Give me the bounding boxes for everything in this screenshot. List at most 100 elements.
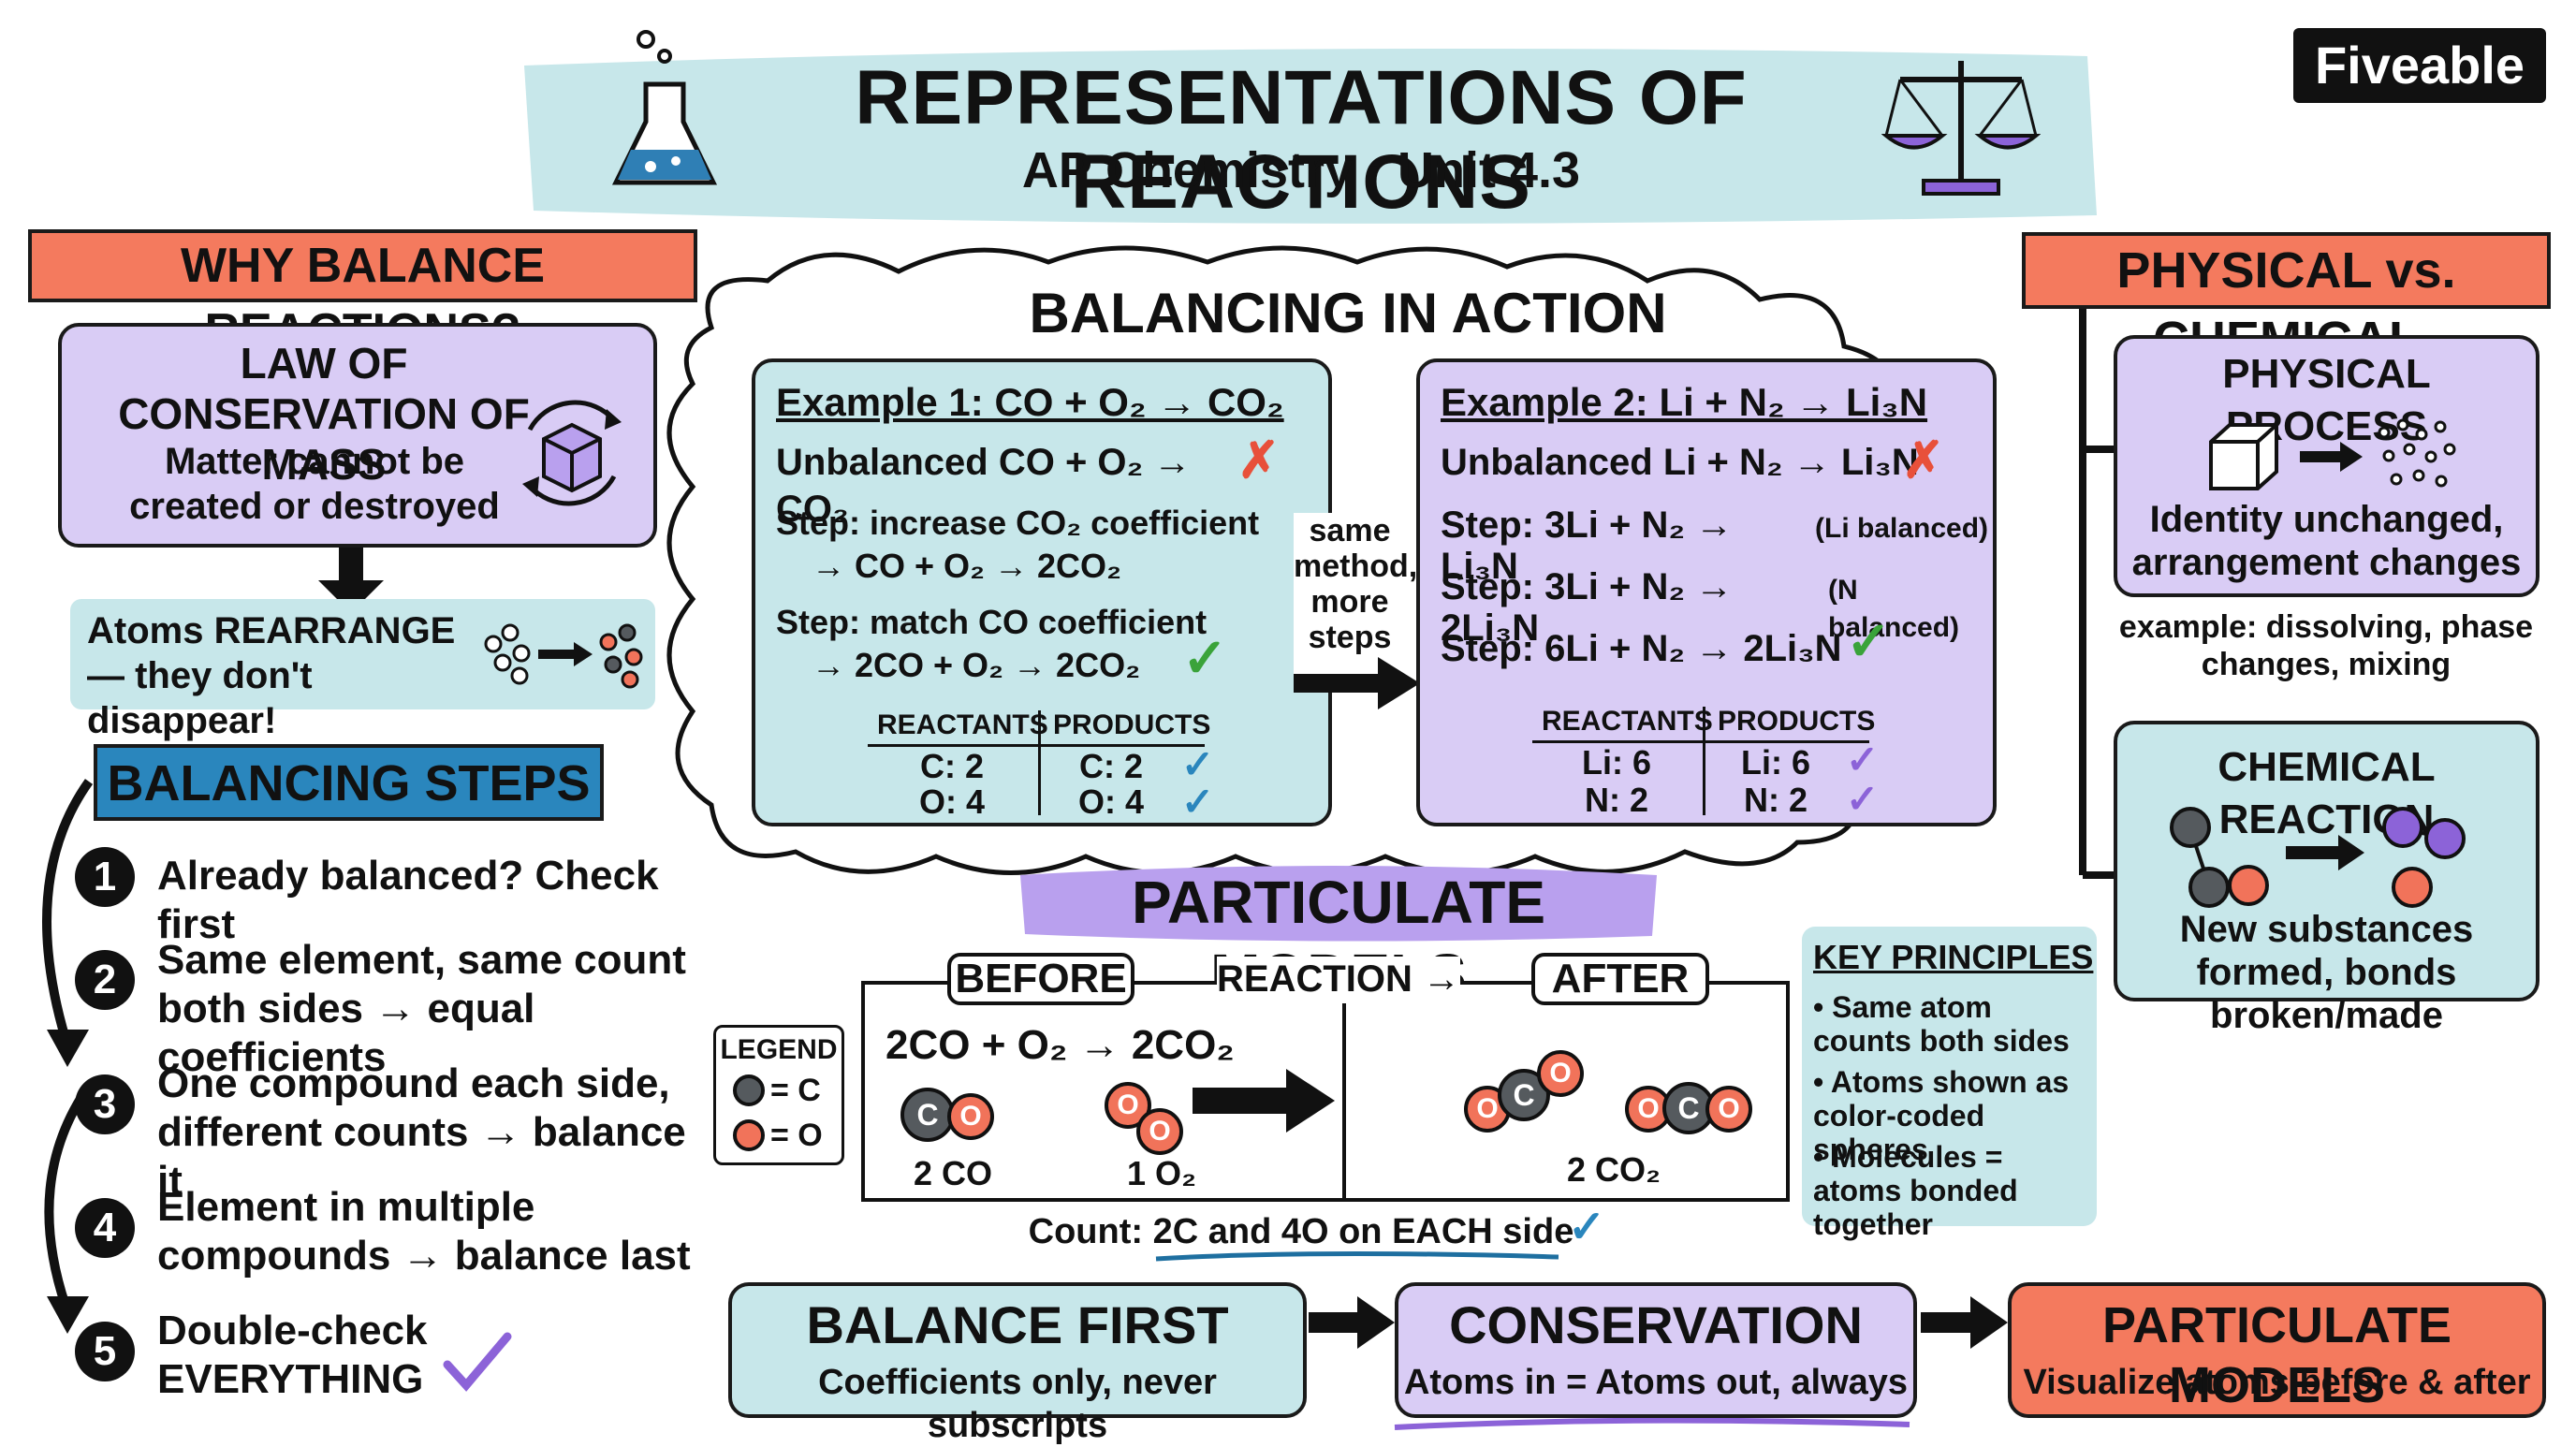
principle-2-text: Atoms shown as color-coded spheres [1813,1065,2070,1166]
chemical-change-icon [2155,801,2510,914]
label-2co: 2 CO [914,1154,993,1192]
flask-icon [608,28,721,197]
check-icon: ✓ [1846,611,1892,672]
principle-3-text: Molecules = atoms bonded together [1813,1140,2018,1241]
label-2co2: 2 CO₂ [1567,1150,1661,1189]
principle-1-text: Same atom counts both sides [1813,990,2070,1058]
table2-vline [1703,707,1705,815]
table1-r1c2: C: 2 [1078,747,1143,785]
table1-vline [1038,710,1041,815]
example2-step1-note: (Li balanced) [1815,513,1989,544]
principle-1: • Same atom counts both sides [1813,990,2070,1058]
physical-example: example: dissolving, phase changes, mixi… [2118,609,2534,682]
co2-b-oxygen-right: O [1705,1086,1752,1133]
table1-divider [868,744,1205,747]
physical-text: Identity unchanged, arrangement changes [2131,499,2522,583]
principle-2: • Atoms shown as color-coded spheres [1813,1065,2070,1166]
example1-title: Example 1: CO + O₂ → CO₂ [776,380,1284,424]
table1-head-reactants: REACTANTS [877,709,1048,740]
chemical-title: CHEMICAL REACTION [2217,744,2436,842]
steps-heading: BALANCING STEPS [94,744,604,821]
key-principles-box: KEY PRINCIPLES • Same atom counts both s… [1802,927,2097,1241]
reaction-divider [1342,1003,1346,1200]
table2-r2c2: N: 2 [1743,781,1808,819]
example1-unbalanced: Unbalanced CO + O₂ → CO₂ [776,442,1192,530]
flow-3-title: PARTICULATE MODELS [2102,1297,2452,1413]
step-number-2: 2 [75,950,135,1010]
legend-title: LEGEND [720,1034,838,1065]
example2-step1: Step: 3Li + N₂ → Li₃N [1441,504,1734,587]
cross-icon: ✗ [1902,432,1945,489]
table1-head-products: PRODUCTS [1053,709,1211,740]
example1-step1: Step: increase CO₂ coefficient [776,504,1260,542]
flow-balance-first: BALANCE FIRST Coefficients only, never s… [728,1282,1307,1445]
example1-step1-eq: → CO + O₂ → 2CO₂ [812,547,1122,585]
box-recycle-icon [502,383,642,523]
atoms-rearrange-text: Atoms REARRANGE — they don't disappear! [87,610,456,741]
reaction-panel: 2CO + O₂ → 2CO₂ C O 2 CO O O 1 O₂ O C O … [861,981,1790,1202]
dissolve-icon [2202,414,2464,498]
atoms-rearrange-icon [482,616,651,691]
chemical-card: CHEMICAL REACTION New substances formed,… [2114,721,2539,1036]
table1-r2c1: O: 4 [918,782,985,821]
example2-card: Example 2: Li + N₂ → Li₃N Unbalanced Li … [1416,358,1997,826]
cross-icon: ✗ [1237,432,1281,489]
legend-oxygen-atom [733,1119,765,1151]
count-text: Count: 2C and 4O on EACH side [1028,1212,1574,1251]
physical-card: PHYSICAL PROCESS Identity unchanged, arr… [2114,335,2539,597]
flow-1-title: BALANCE FIRST [806,1295,1229,1354]
step-number-1: 1 [75,847,135,907]
reaction-equation: 2CO + O₂ → 2CO₂ [886,1022,1235,1068]
law-text: Matter cannot be created or destroyed [129,441,500,527]
co-oxygen-atom: O [947,1093,994,1140]
physical-title: PHYSICAL PROCESS [2222,351,2431,449]
legend-carbon-atom [733,1074,765,1106]
scale-icon [1881,51,2042,201]
page-title: REPRESENTATIONS OF REACTIONS [855,55,1748,225]
step-number-5: 5 [75,1322,135,1381]
step-text-3: One compound each side, different counts… [157,1060,686,1204]
key-principles-title: KEY PRINCIPLES [1813,938,2094,976]
table2-r1c1: Li: 6 [1581,743,1651,782]
principle-3: • Molecules = atoms bonded together [1813,1140,2018,1241]
table2-check-2: ✓ [1846,777,1880,821]
example2-step3: Step: 6Li + N₂ → 2Li₃N [1441,628,1842,669]
table2-divider [1532,740,1869,743]
fiveable-logo[interactable]: Fiveable [2293,28,2546,103]
example2-unbalanced: Unbalanced Li + N₂ → Li₃N [1441,442,1919,483]
table1-check-1: ✓ [1181,742,1215,786]
reaction-arrow-icon [1174,1063,1342,1138]
reaction-label: REACTION → [1217,957,1460,1001]
table2-head-products: PRODUCTS [1718,706,1876,737]
flow-2-text: Atoms in = Atoms out, always [1403,1363,1909,1402]
table2-r2c1: N: 2 [1584,781,1648,819]
step-text-5: Double-check EVERYTHING [157,1308,428,1402]
law-title: LAW OF CONSERVATION OF MASS [118,339,530,489]
count-check-icon: ✓ [1568,1203,1606,1252]
step-number-4: 4 [75,1198,135,1258]
after-label: AFTER [1531,953,1709,1005]
connector-arrow-icon [1294,655,1425,711]
label-1o2: 1 O₂ [1127,1154,1197,1192]
example2-step2: Step: 3Li + N₂ → 2Li₃N [1441,566,1734,649]
before-label: BEFORE [947,953,1134,1005]
flow-1-text: Coefficients only, never subscripts [818,1363,1217,1445]
co2-a-oxygen-right: O [1537,1050,1584,1097]
flow-3-text: Visualize atoms before & after [2023,1363,2531,1402]
example1-card: Example 1: CO + O₂ → CO₂ Unbalanced CO +… [752,358,1332,826]
atoms-rearrange-box: Atoms REARRANGE — they don't disappear! [70,599,655,741]
connector-text: same method, more steps → [1294,513,1418,691]
example2-step2-note: (N balanced) [1828,575,1960,643]
action-heading: BALANCING IN ACTION [1029,282,1667,344]
legend-box: LEGEND = C = O [713,1025,844,1165]
chemical-text: New substances formed, bonds broken/made [2179,909,2474,1036]
table1-r1c1: C: 2 [919,747,984,785]
flow-particulate-models: PARTICULATE MODELS Visualize atoms befor… [2008,1282,2546,1418]
step-text-1: Already balanced? Check first [157,853,659,947]
example1-step2: Step: match CO coefficient [776,603,1208,641]
table2-check-1: ✓ [1846,738,1880,782]
law-box: LAW OF CONSERVATION OF MASS Matter canno… [58,323,657,548]
legend-oxygen-label: = O [770,1118,823,1153]
co2-a-carbon: C [1498,1069,1550,1121]
example1-step2-eq: → 2CO + O₂ → 2CO₂ [812,646,1141,684]
